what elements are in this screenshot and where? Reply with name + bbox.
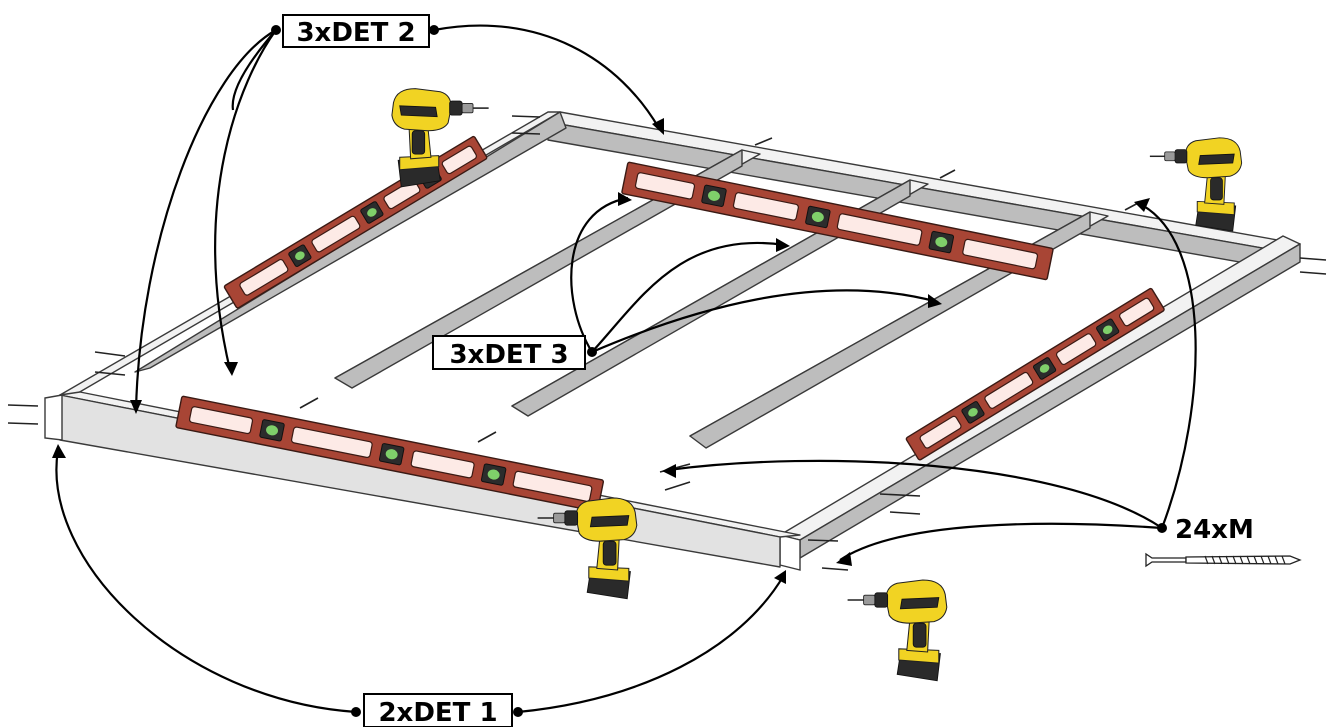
cordless-drill-icon	[1149, 137, 1243, 232]
label-det2-text: 3xDET 2	[296, 18, 415, 48]
joist-1	[334, 149, 761, 389]
spirit-level-icon	[223, 135, 488, 309]
label-det1: 2xDET 1	[363, 693, 513, 727]
front-beam	[44, 391, 801, 568]
cordless-drill-icon	[846, 579, 948, 682]
leader-dots	[271, 25, 1167, 717]
label-screws: 24xM	[1175, 515, 1254, 545]
spirit-level-icon	[175, 395, 605, 512]
label-det3-text: 3xDET 3	[449, 340, 568, 370]
screw-icon	[1145, 552, 1302, 568]
spirit-level-icon	[905, 287, 1165, 461]
arrow-heads	[52, 118, 1150, 584]
screw-markers	[7, 115, 1327, 571]
label-det2: 3xDET 2	[282, 14, 430, 48]
spirit-level-icon	[621, 161, 1054, 281]
label-screws-text: 24xM	[1175, 515, 1254, 545]
label-det1-text: 2xDET 1	[378, 698, 497, 727]
leader-lines	[55, 24, 1197, 714]
label-det3: 3xDET 3	[432, 335, 586, 370]
